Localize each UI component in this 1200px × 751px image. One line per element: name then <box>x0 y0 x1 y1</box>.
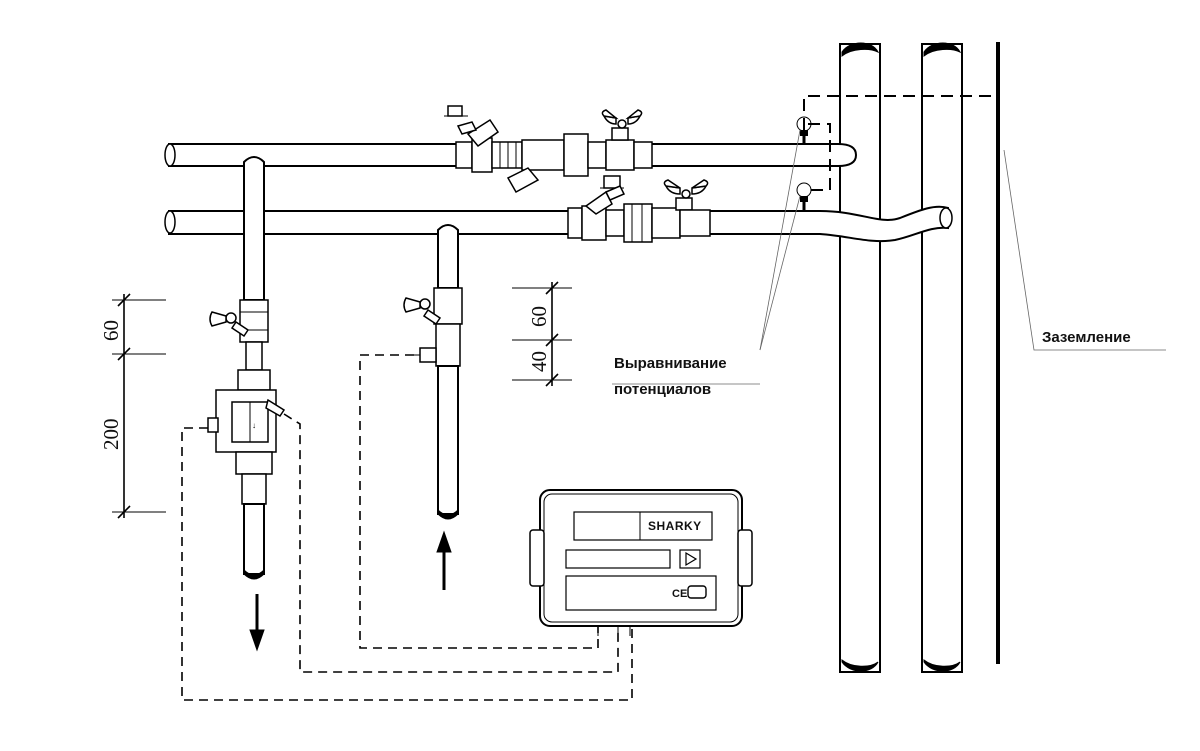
temperature-sensor-well <box>414 347 437 363</box>
dim-left-top: 60 <box>99 320 123 341</box>
middle-ball-valve <box>403 297 442 326</box>
flow-arrow-down <box>249 594 265 652</box>
dim-left-bottom: 200 <box>99 419 123 451</box>
ce-mark: CE <box>672 588 687 600</box>
dim-middle-top: 60 <box>527 306 551 327</box>
flow-sensor: ↓ <box>207 389 286 453</box>
upper-ball-valve <box>601 109 653 171</box>
upper-balancing-valve <box>444 105 523 173</box>
leader-lines <box>612 129 1166 385</box>
lower-balancing-valve <box>567 175 626 241</box>
equalization-label-line2: потенциалов <box>614 381 711 398</box>
vertical-riser-1 <box>839 42 881 673</box>
flow-arrow-up <box>436 530 452 590</box>
meter-top-panel <box>573 511 713 541</box>
svg-text:↓: ↓ <box>252 421 256 430</box>
meter-brand-label: SHARKY <box>648 519 702 533</box>
dimension-left: 60 200 <box>99 293 166 519</box>
lower-ball-valve <box>605 179 711 243</box>
equalization-label-line1: Выравнивание <box>614 355 727 372</box>
play-triangle-icon <box>685 551 698 567</box>
grounding-label: Заземление <box>1042 329 1131 346</box>
meter-display <box>565 549 671 569</box>
upper-strainer <box>506 133 607 194</box>
middle-branch-pipe <box>433 224 463 520</box>
optical-port <box>687 585 707 599</box>
heat-meter-calculator: SHARKY CE <box>529 489 753 636</box>
equalization-dashed-wire <box>803 95 998 191</box>
vertical-riser-2 <box>921 42 963 673</box>
lower-horizontal-pipe <box>164 205 953 243</box>
equalization-clamp-lower <box>796 182 812 211</box>
left-ball-valve <box>209 311 250 338</box>
dim-middle-bottom: 40 <box>527 351 551 372</box>
left-branch-pipe <box>237 156 271 391</box>
dimension-middle: 60 40 <box>512 281 572 387</box>
sensor-cables <box>181 354 633 701</box>
left-branch-outlet <box>235 451 273 580</box>
